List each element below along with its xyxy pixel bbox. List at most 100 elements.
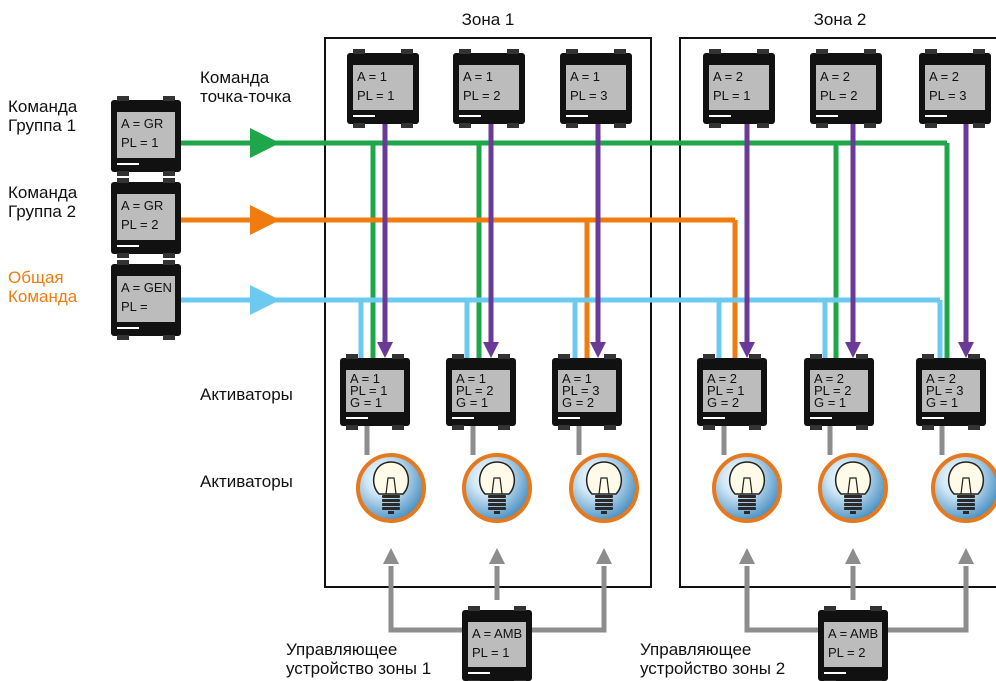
- device-text: A = AMB: [828, 626, 878, 641]
- device-tab: [353, 123, 365, 128]
- lamp-bulb-icon: [931, 453, 996, 523]
- point-device: A = 2PL = 2: [810, 49, 882, 128]
- lamp-base: [488, 503, 506, 506]
- device-text: G = 1: [456, 395, 488, 410]
- device-tab: [507, 49, 519, 54]
- device-tab: [810, 425, 822, 430]
- device-screen: [117, 112, 175, 158]
- device-tab: [870, 606, 882, 611]
- point-device: A = 1 PL = 2: [453, 49, 525, 128]
- device-tab: [614, 123, 626, 128]
- device-text: G = 2: [562, 395, 594, 410]
- lamp-base: [738, 499, 756, 502]
- device-tab: [163, 96, 175, 101]
- device-led: [459, 115, 481, 117]
- device-tab: [459, 123, 471, 128]
- lamp-filament: [385, 477, 397, 495]
- lamp-base: [595, 499, 613, 502]
- device-tab: [757, 123, 769, 128]
- device-text: PL =: [121, 299, 148, 314]
- lamp-base: [382, 507, 400, 510]
- device-tab: [816, 49, 828, 54]
- device-led: [810, 417, 832, 419]
- lamp-filament: [491, 477, 503, 495]
- device-text: A = 1: [456, 371, 486, 386]
- device-tab: [558, 425, 570, 430]
- amb2-arrow: [845, 548, 861, 564]
- device-screen: [452, 370, 510, 412]
- device-text: G = 1: [926, 395, 958, 410]
- point-device: A = 2PL = 1: [703, 49, 775, 128]
- device-tab: [401, 49, 413, 54]
- lamp-bulb-icon: [712, 453, 782, 523]
- point-arrow: [590, 342, 606, 358]
- device-led: [346, 417, 368, 419]
- device-tab: [392, 425, 404, 430]
- device-text: PL = 2: [814, 383, 851, 398]
- device-text: A = 2: [814, 371, 844, 386]
- device-tab: [507, 123, 519, 128]
- device-tab: [498, 425, 510, 430]
- device-text: PL = 1: [707, 383, 744, 398]
- device-screen: [709, 65, 769, 110]
- device-led: [117, 327, 139, 329]
- device-text: A = AMB: [472, 626, 522, 641]
- device-screen: [566, 65, 626, 110]
- lamp-base: [738, 507, 756, 510]
- device-tab: [703, 354, 715, 359]
- device-tab: [452, 425, 464, 430]
- device-tab: [864, 123, 876, 128]
- amb2-arrow: [958, 548, 974, 564]
- lamps-layer: [356, 453, 996, 523]
- general-label-line1: Общая: [8, 268, 64, 287]
- device-tab: [864, 49, 876, 54]
- device-tab: [757, 49, 769, 54]
- device-screen: [558, 370, 616, 412]
- device-tab: [856, 425, 868, 430]
- lamp-base: [382, 503, 400, 506]
- actuator-device: A = 2PL = 3G = 1: [916, 354, 986, 430]
- device-tab: [566, 123, 578, 128]
- general-label-line2: Команда: [8, 287, 78, 306]
- point-arrow: [958, 342, 974, 358]
- lamp-base: [844, 499, 862, 502]
- point-arrow: [739, 342, 755, 358]
- lamp-bulb-icon: [462, 453, 532, 523]
- lamp-base: [844, 507, 862, 510]
- actuator-device: A = 1PL = 1G = 1: [340, 354, 410, 430]
- device-led: [353, 115, 375, 117]
- point-arrow: [845, 342, 861, 358]
- device-text: PL = 2: [456, 383, 493, 398]
- actuator-device: A = 1PL = 2G = 1: [446, 354, 516, 430]
- device-tab: [163, 178, 175, 183]
- device-tab: [922, 425, 934, 430]
- amb1-label-line2: устройство зоны 1: [286, 659, 431, 678]
- device-text: PL = 2: [463, 88, 500, 103]
- device-text: G = 1: [350, 395, 382, 410]
- device-tab: [459, 49, 471, 54]
- device-tab: [604, 425, 616, 430]
- point-device: A = 1PL = 1: [347, 49, 419, 128]
- lamp-filament: [598, 477, 610, 495]
- amb1-label-line1: Управляющее: [286, 640, 397, 659]
- lamp-tip: [601, 511, 607, 514]
- lamp-base: [488, 507, 506, 510]
- device-tab: [749, 425, 761, 430]
- actuator-device: A = 1PL = 3G = 2: [552, 354, 622, 430]
- zone-1-title: Зона 1: [462, 10, 515, 29]
- device-text: A = 1: [562, 371, 592, 386]
- lamp-base: [738, 495, 756, 498]
- device-text: A = 2: [820, 69, 850, 84]
- device-text: PL = 3: [570, 88, 607, 103]
- lamp-bulb-icon: [356, 453, 426, 523]
- device-tab: [117, 253, 129, 258]
- device-tab: [973, 49, 985, 54]
- group1-label-line2: Группа 1: [8, 116, 76, 135]
- lamp-tip: [850, 511, 856, 514]
- actuator-device: A = 2PL = 2G = 1: [804, 354, 874, 430]
- device-text: A = 1: [463, 69, 493, 84]
- device-tab: [925, 49, 937, 54]
- device-tab: [604, 354, 616, 359]
